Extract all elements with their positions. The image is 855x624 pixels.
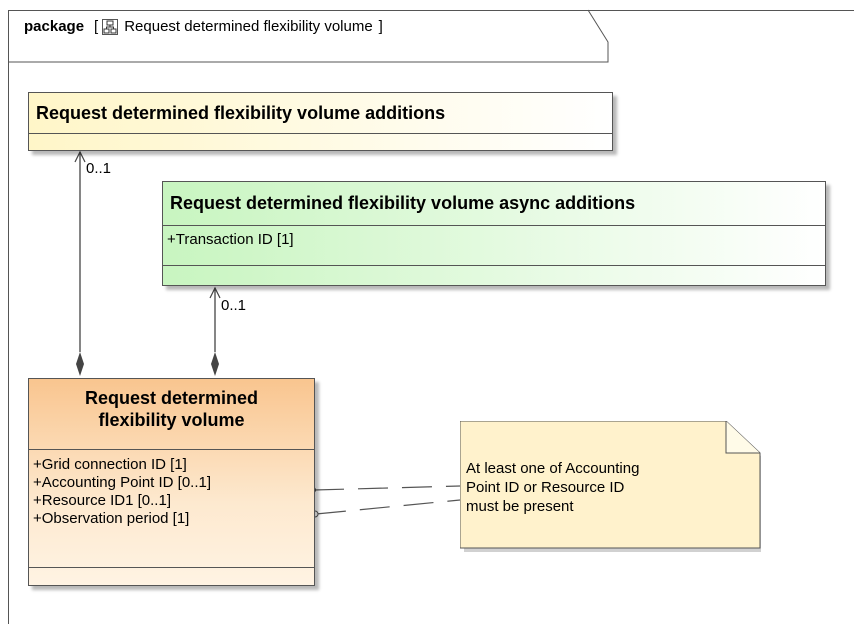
class-additions-attributes	[29, 133, 612, 150]
frame-title: package [ Request determined flexibility…	[24, 18, 383, 35]
frame-bracket-open: [	[94, 18, 99, 35]
frame-keyword: package	[24, 18, 85, 35]
class-request-determined-flexibility-volume[interactable]: Request determined flexibility volume +G…	[28, 378, 315, 586]
attribute-accounting-point-id: +Accounting Point ID [0..1]	[33, 474, 212, 491]
class-additions[interactable]: Request determined flexibility volume ad…	[28, 92, 613, 151]
frame-bracket-close: ]	[378, 18, 383, 35]
package-diagram-icon	[102, 18, 119, 35]
note-text: At least one of Accounting Point ID or R…	[466, 459, 736, 516]
class-async-additions[interactable]: Request determined flexibility volume as…	[162, 181, 826, 286]
class-main-operations	[29, 567, 314, 585]
note-text-line2: Point ID or Resource ID	[466, 479, 625, 496]
attribute-resource-id1: +Resource ID1 [0..1]	[33, 492, 171, 509]
class-async-additions-attributes: +Transaction ID [1]	[163, 225, 825, 265]
note-shape	[460, 421, 761, 552]
note-text-line1: At least one of Accounting	[466, 460, 640, 477]
frame-name: Request determined flexibility volume	[124, 18, 373, 35]
note-text-line3: must be present	[466, 498, 574, 515]
class-main-attributes: +Grid connection ID [1] +Accounting Poin…	[29, 449, 314, 567]
class-main-name: Request determined flexibility volume	[29, 379, 314, 449]
class-additions-name: Request determined flexibility volume ad…	[36, 103, 446, 123]
multiplicity-async: 0..1	[221, 297, 247, 314]
class-async-additions-name: Request determined flexibility volume as…	[170, 193, 636, 213]
attribute-transaction-id: +Transaction ID [1]	[167, 231, 294, 248]
attribute-observation-period: +Observation period [1]	[33, 510, 190, 527]
attribute-grid-connection-id: +Grid connection ID [1]	[33, 456, 187, 473]
multiplicity-additions: 0..1	[86, 160, 112, 177]
class-main-name-line2: flexibility volume	[98, 410, 245, 430]
class-main-name-line1: Request determined	[84, 388, 259, 408]
class-async-additions-operations	[163, 265, 825, 283]
package-frame	[8, 10, 854, 624]
constraint-note[interactable]: At least one of Accounting Point ID or R…	[460, 421, 765, 552]
